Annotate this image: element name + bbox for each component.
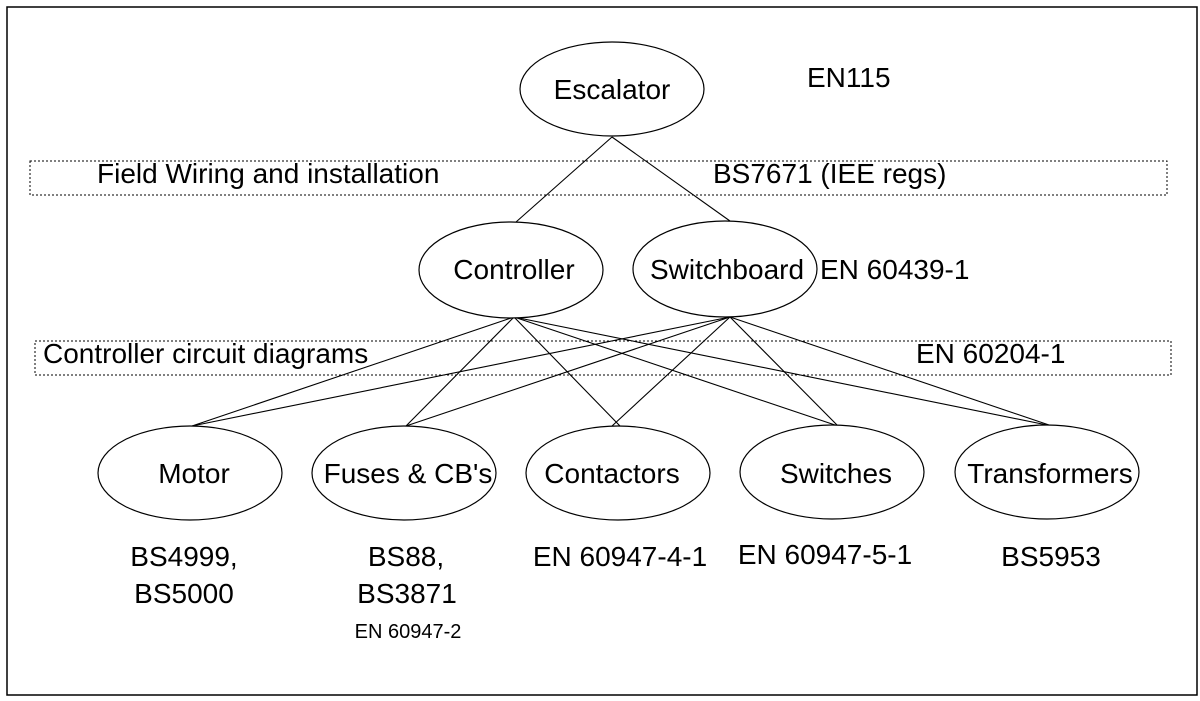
field-wiring-label: Field Wiring and installation	[97, 158, 439, 189]
node-motor-shape	[97, 425, 283, 521]
node-transformers: Transformers	[954, 424, 1140, 520]
node-controller: Controller	[418, 221, 604, 319]
fuses-standard-line-2: BS3871	[357, 578, 457, 609]
contactors-standard: EN 60947-4-1	[533, 541, 707, 572]
node-controller-shape	[418, 221, 604, 319]
edges-controller	[191, 316, 1053, 427]
field-wiring-standard: BS7671 (IEE regs)	[713, 158, 946, 189]
fuses-standard-line-1: BS88,	[368, 541, 444, 572]
node-contactors-label: Contactors	[544, 458, 679, 489]
circuit-diagrams-label: Controller circuit diagrams	[43, 338, 368, 369]
node-controller-label: Controller	[453, 254, 574, 285]
circuit-diagrams-standard: EN 60204-1	[916, 338, 1065, 369]
node-switchboard-shape	[632, 220, 818, 318]
node-escalator: Escalator	[519, 41, 705, 137]
circuit-diagrams-band	[34, 340, 1172, 376]
escalator-standard: EN115	[807, 62, 891, 93]
motor-standard-line-1: BS4999,	[130, 541, 237, 572]
edge-switchboard-contactors	[611, 316, 731, 427]
edge-controller-transformers	[513, 316, 1053, 427]
node-switchboard-label: Switchboard	[650, 254, 804, 285]
node-motor: Motor	[97, 425, 283, 521]
node-escalator-shape	[519, 41, 705, 137]
node-escalator-label: Escalator	[554, 74, 671, 105]
edge-switchboard-transformers	[729, 316, 1053, 427]
node-fuses-shape	[311, 425, 497, 521]
node-switchboard: Switchboard	[632, 220, 818, 318]
switchboard-standard: EN 60439-1	[820, 254, 969, 285]
edges-level-1	[515, 136, 731, 223]
transformers-standard: BS5953	[1001, 541, 1101, 572]
node-switches-shape	[739, 424, 925, 520]
edges-switchboard	[191, 316, 1053, 427]
edge-escalator-switchboard	[611, 136, 731, 222]
node-switches: Switches	[739, 424, 925, 520]
switches-standard: EN 60947-5-1	[738, 539, 912, 570]
diagram-frame	[6, 6, 1198, 696]
node-transformers-shape	[954, 424, 1140, 520]
edge-controller-motor	[191, 316, 515, 427]
node-contactors-shape	[525, 425, 711, 521]
node-transformers-label: Transformers	[967, 458, 1132, 489]
node-motor-label: Motor	[158, 458, 230, 489]
node-contactors: Contactors	[525, 425, 711, 521]
motor-standard-line-2: BS5000	[134, 578, 234, 609]
fuses-standard-line-3: EN 60947-2	[355, 621, 462, 643]
edge-controller-switches	[513, 316, 839, 427]
edge-switchboard-fuses	[405, 316, 731, 427]
node-fuses-label: Fuses & CB's	[324, 458, 493, 489]
edge-escalator-controller	[515, 136, 613, 223]
edge-switchboard-switches	[729, 316, 839, 427]
node-switches-label: Switches	[780, 458, 892, 489]
node-fuses: Fuses & CB's	[311, 425, 497, 521]
edge-switchboard-motor	[191, 316, 731, 427]
field-wiring-band	[29, 160, 1168, 196]
